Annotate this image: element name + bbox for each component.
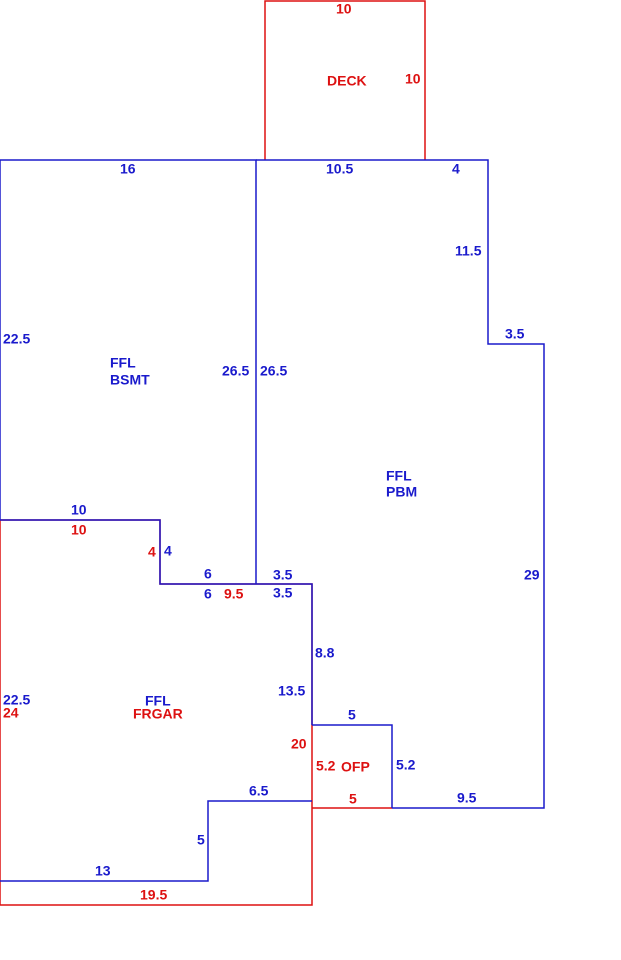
dim-ofp-top: 5 [348,707,356,723]
deck-label: DECK [327,73,367,89]
dim-pbm-top-b: 4 [452,161,460,177]
dim-gar-bottom-blue: 13 [95,863,111,879]
dim-pbm-right: 29 [524,567,540,583]
dim-inner-step-side: 5 [197,832,205,848]
dim-pbm-bottom: 9.5 [457,790,477,806]
bsmt-outline [0,159,257,584]
dim-gar-bottom-red: 19.5 [140,887,167,903]
dim-inner-step-top: 6.5 [249,783,269,799]
dim-pbm-inner-side: 8.8 [315,645,335,661]
dim-step-red: 9.5 [224,586,244,602]
dim-gar-left-blue: 22.5 [3,692,30,708]
dim-pbm-step-side: 11.5 [455,243,482,259]
dim-step-top-blue: 6 [204,566,212,582]
dim-gar-left-red: 24 [3,705,19,721]
bsmt-label-line1: FFL [110,355,136,371]
dim-bsmt-bottom: 10 [71,502,87,518]
dim-pbm-left: 26.5 [260,363,287,379]
dim-bsmt-left: 22.5 [3,331,30,347]
dim-pbm-step-top: 3.5 [505,326,525,342]
blue-dimensions: 16 10.5 4 11.5 3.5 22.5 26.5 26.5 29 10 … [3,161,540,879]
dim-notch-blue: 4 [164,543,172,559]
pbm-outline [256,159,545,809]
dim-ofp-left: 5.2 [316,758,336,774]
frgar-label-line1: FFL [145,693,171,709]
dim-bsmt-top: 16 [120,161,136,177]
dim-step-top-b: 3.5 [273,567,293,583]
dim-step-bottom-b: 3.5 [273,585,293,601]
bsmt-label-line2: BSMT [110,372,150,388]
garage-inner-line [0,800,312,882]
ofp-label: OFP [341,759,370,775]
red-dimensions: 10 10 10 4 9.5 20 5.2 5 24 19.5 [3,1,421,903]
pbm-label-line1: FFL [386,468,412,484]
pbm-label-line2: PBM [386,484,417,500]
dim-bsmt-right: 26.5 [222,363,249,379]
bsmt-bottom-line [0,519,313,725]
dim-notch-red: 4 [148,544,156,560]
dim-pbm-top-a: 10.5 [326,161,353,177]
dim-ofp-right: 5.2 [396,757,416,773]
dim-deck-top: 10 [336,1,352,17]
dim-gar-inner-blue: 13.5 [278,683,305,699]
ofp-outline [312,724,393,808]
dim-step-bottom-blue: 6 [204,586,212,602]
deck-outline [264,0,426,160]
dim-gar-top-red: 10 [71,522,87,538]
dim-gar-inner-red: 20 [291,736,307,752]
dim-deck-right: 10 [405,71,421,87]
blue-outlines [0,159,545,882]
dim-ofp-bottom: 5 [349,791,357,807]
frgar-label-line2: FRGAR [133,706,183,722]
